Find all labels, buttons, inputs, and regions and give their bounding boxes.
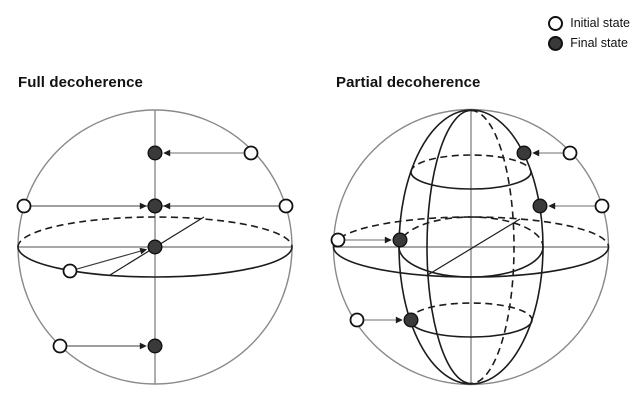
equator-back-dashed: [332, 216, 610, 248]
panel-title-full-decoherence: Full decoherence: [18, 74, 143, 91]
transitions-left: [16, 145, 294, 354]
ellipsoid-meridian-back-dashed: [470, 109, 515, 385]
initial-state-dot: [330, 232, 346, 248]
legend-item-initial: Initial state: [548, 16, 630, 31]
arrowhead-icon: [163, 202, 171, 210]
final-state-dot: [147, 145, 163, 161]
initial-state-dot: [62, 263, 78, 279]
transition-arrow-line: [77, 250, 143, 270]
latitude-top-back-dashed: [410, 154, 532, 173]
open-circle-icon: [548, 16, 564, 31]
final-state-dot: [403, 312, 419, 328]
arrowhead-icon: [532, 149, 540, 157]
latitude-bottom-back-dashed: [409, 302, 533, 321]
arrowhead-icon: [395, 316, 403, 324]
initial-state-dot: [278, 198, 294, 214]
equator-back-dashed: [17, 216, 293, 248]
initial-state-dot: [594, 198, 610, 214]
legend-label-final: Final state: [570, 36, 628, 51]
legend-item-final: Final state: [548, 36, 630, 51]
ellipsoid-equator-back-dashed: [398, 216, 544, 248]
initial-state-dot: [349, 312, 365, 328]
legend: Initial state Final state: [548, 16, 630, 51]
arrowhead-icon: [163, 149, 171, 157]
bloch-sphere-left: [16, 109, 294, 385]
initial-state-dot: [52, 338, 68, 354]
filled-circle-icon: [548, 36, 564, 51]
arrowhead-icon: [384, 236, 392, 244]
arrowhead-icon: [139, 247, 148, 255]
final-state-dot: [147, 239, 163, 255]
latitude-top-front: [410, 171, 532, 190]
arrowhead-icon: [139, 202, 147, 210]
equator-diagonal-axis: [425, 218, 521, 277]
panel-title-partial-decoherence: Partial decoherence: [336, 74, 481, 91]
legend-label-initial: Initial state: [570, 16, 630, 31]
ellipsoid-equator-front: [398, 246, 544, 278]
arrowhead-icon: [139, 342, 147, 350]
latitude-bottom-front: [409, 319, 533, 338]
arrowhead-icon: [548, 202, 556, 210]
initial-state-dot: [243, 145, 259, 161]
initial-state-dot: [16, 198, 32, 214]
transitions-right: [330, 145, 610, 328]
final-state-dot: [147, 198, 163, 214]
initial-state-dot: [562, 145, 578, 161]
final-state-dot: [532, 198, 548, 214]
final-state-dot: [392, 232, 408, 248]
bloch-sphere-right: [330, 108, 610, 386]
final-state-dot: [147, 338, 163, 354]
ellipsoid-meridian-front: [426, 109, 472, 385]
equator-front: [17, 246, 293, 278]
final-state-dot: [516, 145, 532, 161]
